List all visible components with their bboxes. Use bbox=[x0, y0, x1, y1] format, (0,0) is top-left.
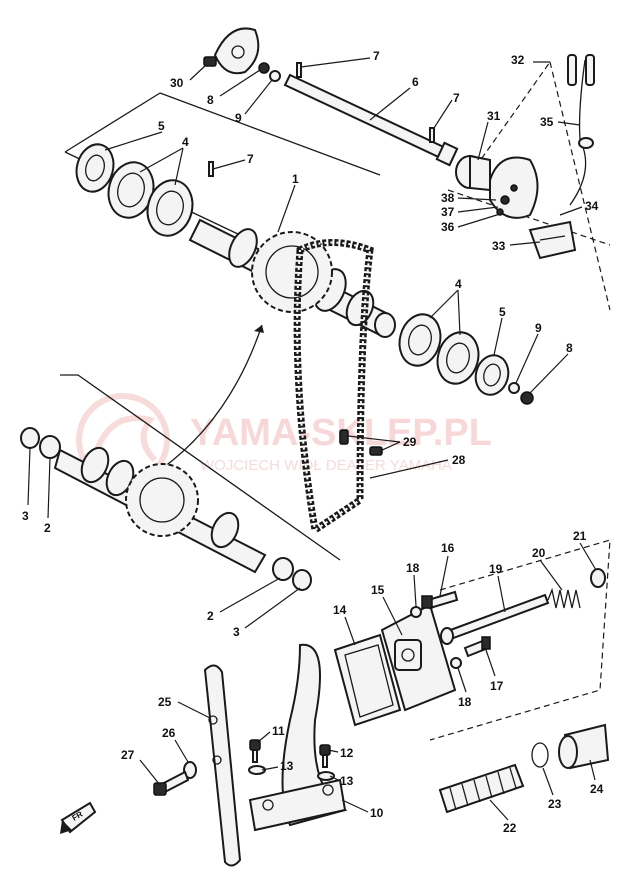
part-2-bushing-lower-right bbox=[272, 557, 294, 581]
part-6-shaft bbox=[283, 73, 459, 167]
part-26-washer bbox=[183, 761, 197, 779]
part-27-bolt bbox=[153, 770, 190, 796]
part-31-bushing bbox=[455, 154, 491, 192]
callout-3-left: 3 bbox=[22, 509, 29, 523]
part-23-circlip bbox=[531, 742, 549, 768]
front-direction-marker: FR bbox=[60, 801, 97, 834]
part-2-bushing-lower-left bbox=[39, 435, 61, 459]
callout-11: 11 bbox=[272, 724, 285, 738]
callout-29: 29 bbox=[403, 435, 417, 449]
callout-30: 30 bbox=[170, 76, 184, 90]
callout-4-left: 4 bbox=[182, 135, 189, 149]
callout-13-right: 13 bbox=[340, 774, 354, 788]
callout-34: 34 bbox=[585, 199, 599, 213]
lower-right-boundary bbox=[429, 539, 611, 741]
callout-13-left: 13 bbox=[280, 759, 294, 773]
callout-27: 27 bbox=[121, 748, 135, 762]
callout-20: 20 bbox=[532, 546, 546, 560]
watermark-subtitle: WOJCIECH WIDŁ DEALER YAMAHA bbox=[200, 457, 452, 474]
part-21-cap bbox=[590, 568, 606, 588]
part-18-washer-lower bbox=[450, 657, 462, 669]
part-3-bushing-lower-left bbox=[20, 427, 40, 449]
callout-19: 19 bbox=[489, 562, 503, 576]
part-11-bolt bbox=[249, 739, 261, 763]
part-7-pin-left bbox=[208, 161, 214, 177]
callout-38: 38 bbox=[441, 191, 455, 205]
part-29-chain-link bbox=[339, 429, 383, 456]
callout-5-right: 5 bbox=[499, 305, 506, 319]
callout-2-right: 2 bbox=[207, 609, 214, 623]
part-7-pin-top bbox=[296, 62, 302, 78]
callout-9-top: 9 bbox=[235, 111, 242, 125]
callout-26: 26 bbox=[162, 726, 176, 740]
callout-7-shaft: 7 bbox=[453, 91, 460, 105]
part-30-plate bbox=[203, 27, 260, 75]
callout-3-right: 3 bbox=[233, 625, 240, 639]
callout-36: 36 bbox=[441, 220, 455, 234]
callout-labels: 7 30 8 9 6 7 31 32 35 34 38 37 36 33 5 4… bbox=[22, 49, 604, 835]
callout-24: 24 bbox=[590, 782, 604, 796]
part-3-bushing-lower-right bbox=[292, 569, 312, 591]
part-5-seal-right bbox=[474, 354, 510, 396]
callout-31: 31 bbox=[487, 109, 501, 123]
part-16-bolt bbox=[421, 590, 459, 610]
callout-22: 22 bbox=[503, 821, 517, 835]
callout-17: 17 bbox=[490, 679, 504, 693]
part-9-washer-right bbox=[508, 382, 520, 394]
callout-10: 10 bbox=[370, 806, 384, 820]
callout-18-top: 18 bbox=[406, 561, 420, 575]
callout-28: 28 bbox=[452, 453, 466, 467]
part-20-spring bbox=[547, 587, 581, 609]
part-8-nut-top bbox=[258, 62, 270, 74]
callout-8-top: 8 bbox=[207, 93, 214, 107]
part-8-nut-right bbox=[520, 391, 534, 405]
part-7-pin-shaft bbox=[429, 127, 435, 143]
lower-group-boundary bbox=[60, 374, 341, 561]
callout-23: 23 bbox=[548, 797, 562, 811]
part-17-bolt bbox=[463, 636, 491, 658]
part-22-spring bbox=[438, 763, 525, 814]
callout-2-left: 2 bbox=[44, 521, 51, 535]
part-4-bearing-right-a bbox=[398, 313, 442, 367]
callout-7-left: 7 bbox=[247, 152, 254, 166]
part-4-bearing-right-b bbox=[436, 331, 480, 385]
callout-21: 21 bbox=[573, 529, 587, 543]
leader-lines bbox=[27, 57, 597, 821]
callout-5-left: 5 bbox=[158, 119, 165, 133]
part-25-guide-plate bbox=[203, 664, 242, 867]
part-4-bearing-left-b bbox=[146, 179, 194, 237]
part-5-seal-left bbox=[75, 143, 115, 193]
part-28-cam-chain bbox=[293, 239, 374, 536]
callout-12: 12 bbox=[340, 746, 354, 760]
part-32-38-breaker-assembly bbox=[489, 54, 595, 260]
callout-7-top: 7 bbox=[373, 49, 380, 63]
callout-15: 15 bbox=[371, 583, 385, 597]
callout-37: 37 bbox=[441, 205, 455, 219]
part-12-bolt bbox=[319, 744, 331, 768]
callout-4-right: 4 bbox=[455, 277, 462, 291]
part-13-washer-right bbox=[317, 771, 335, 781]
part-14-gasket bbox=[333, 633, 402, 727]
part-10-chain-guide bbox=[248, 643, 348, 832]
part-18-washer-top bbox=[410, 606, 422, 618]
callout-8-right: 8 bbox=[566, 341, 573, 355]
part-1-camshaft-upper bbox=[188, 218, 396, 338]
part-19-push-rod bbox=[440, 593, 550, 645]
callout-18-lower: 18 bbox=[458, 695, 472, 709]
part-camshaft-lower bbox=[53, 446, 267, 574]
callout-6: 6 bbox=[412, 75, 419, 89]
part-24-cap bbox=[558, 723, 610, 770]
callout-35: 35 bbox=[540, 115, 554, 129]
callout-14: 14 bbox=[333, 603, 347, 617]
callout-32: 32 bbox=[511, 53, 525, 67]
callout-1: 1 bbox=[292, 172, 299, 186]
callout-25: 25 bbox=[158, 695, 172, 709]
callout-33: 33 bbox=[492, 239, 506, 253]
part-9-washer-top bbox=[269, 70, 281, 82]
callout-9-right: 9 bbox=[535, 321, 542, 335]
reference-arrow bbox=[159, 324, 264, 471]
callout-16: 16 bbox=[441, 541, 455, 555]
